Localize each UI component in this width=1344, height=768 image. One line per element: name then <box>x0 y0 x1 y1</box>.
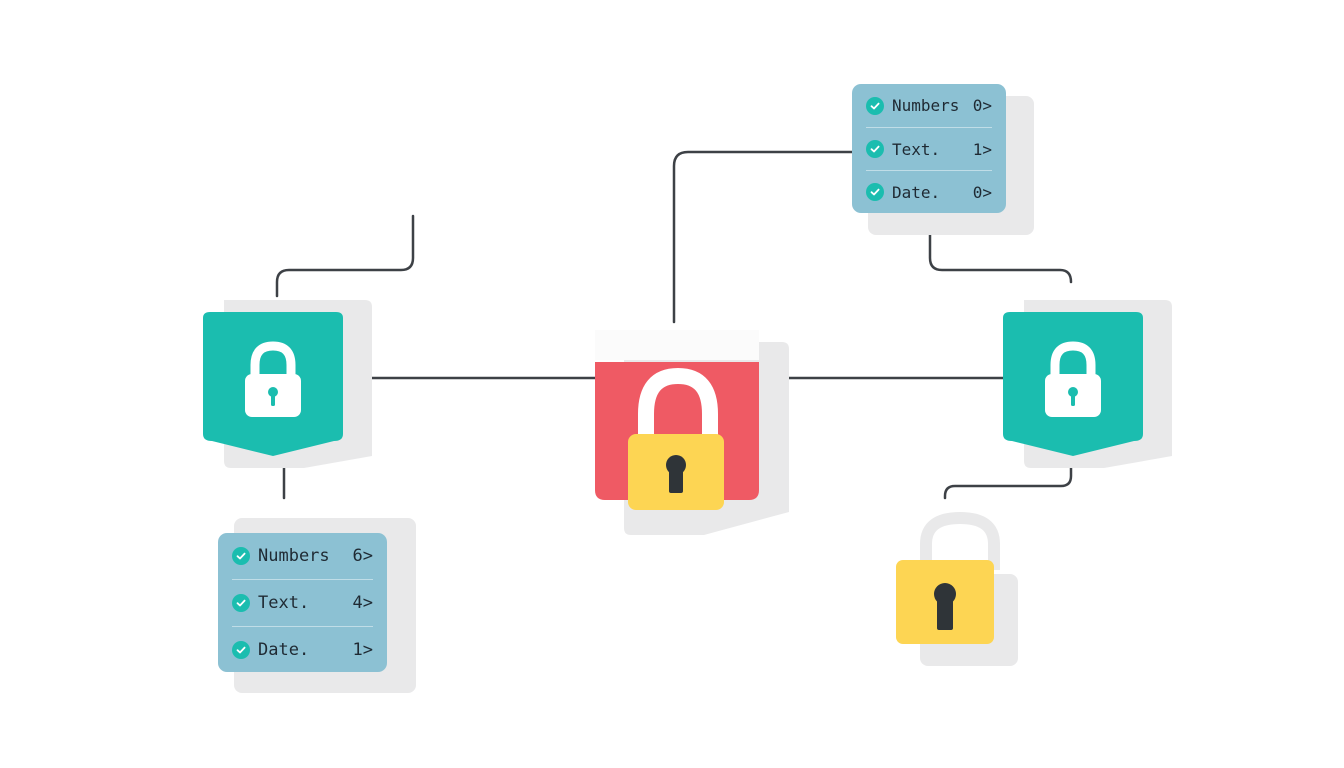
center-shield <box>595 330 789 535</box>
top-data-panel: Numbers 0> Text. 1> Date. 0> <box>852 84 1006 213</box>
row-count: 4> <box>352 593 373 613</box>
row-count: 1> <box>352 639 373 660</box>
padlock-icon <box>245 341 301 417</box>
left-shield <box>203 300 372 468</box>
check-circle-icon <box>866 183 884 201</box>
row-count: 0> <box>972 96 992 115</box>
row-label: Text. <box>258 593 310 613</box>
list-item: Numbers 0> <box>866 84 992 127</box>
row-label: Date. <box>258 639 310 660</box>
padlock-icon <box>628 367 724 510</box>
list-item: Text. 1> <box>866 127 992 170</box>
connector-left-top <box>275 214 415 298</box>
list-item: Text. 4> <box>232 579 373 626</box>
list-item: Numbers 6> <box>232 533 373 579</box>
right-shield <box>1003 300 1172 468</box>
connector-right-standalone <box>943 450 1073 500</box>
connector-center-top-panel <box>672 150 854 324</box>
row-count: 0> <box>972 182 992 202</box>
connector-top-panel-right <box>928 210 1073 284</box>
padlock-icon <box>896 511 1000 644</box>
check-circle-icon <box>232 640 250 659</box>
row-label: Numbers <box>892 96 960 115</box>
check-circle-icon <box>866 140 884 158</box>
list-item: Date. 1> <box>232 626 373 672</box>
check-circle-icon <box>866 96 884 115</box>
row-count: 1> <box>972 139 992 159</box>
bottom-data-panel: Numbers 6> Text. 4> Date. 1> <box>218 533 387 672</box>
row-label: Numbers <box>258 546 330 566</box>
row-count: 6> <box>352 546 373 566</box>
row-label: Text. <box>892 139 941 159</box>
list-item: Date. 0> <box>866 170 992 213</box>
row-label: Date. <box>892 182 941 202</box>
standalone-padlock <box>896 511 1018 666</box>
check-circle-icon <box>232 594 250 612</box>
padlock-icon <box>1045 341 1101 417</box>
check-circle-icon <box>232 547 250 565</box>
